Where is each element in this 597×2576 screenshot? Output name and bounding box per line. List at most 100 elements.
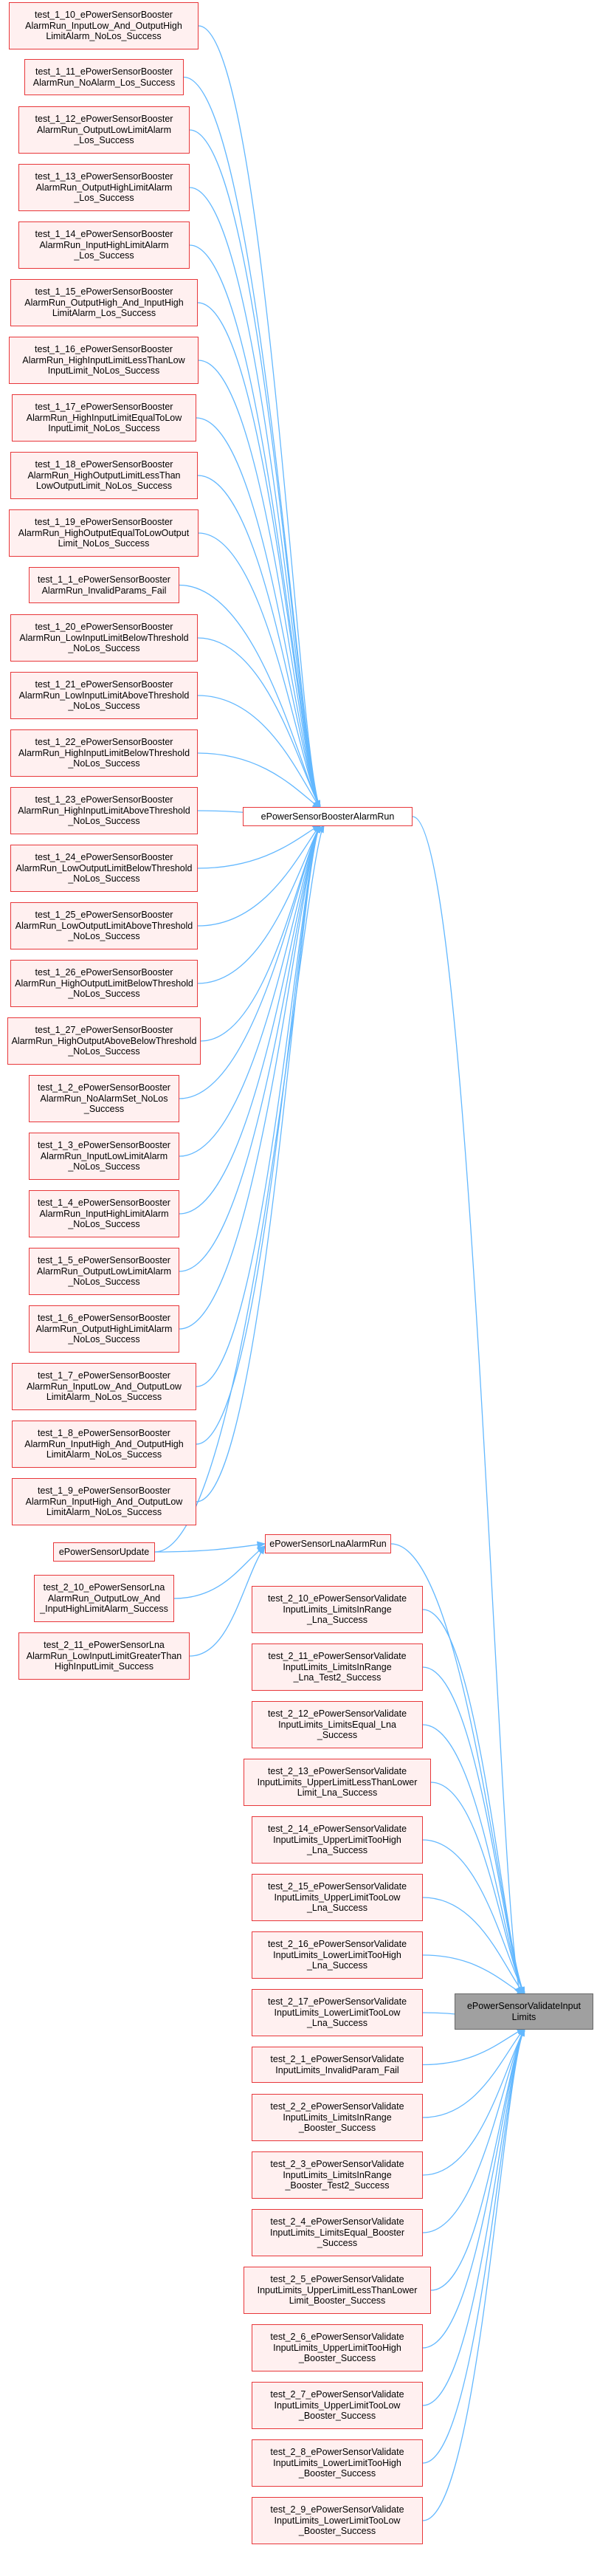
booster-test-node[interactable]: test_1_1_ePowerSensorBooster AlarmRun_In… <box>29 567 179 603</box>
booster-test-node[interactable]: test_1_8_ePowerSensorBooster AlarmRun_In… <box>12 1421 196 1468</box>
validate-input-limits-node-label: ePowerSensorValidateInput Limits <box>466 2001 582 2022</box>
booster-test-node[interactable]: test_1_13_ePowerSensorBooster AlarmRun_O… <box>18 164 190 211</box>
booster-test-node[interactable]: test_1_19_ePowerSensorBooster AlarmRun_H… <box>9 509 199 557</box>
validate-test-node[interactable]: test_2_5_ePowerSensorValidate InputLimit… <box>244 2267 431 2314</box>
edge-booster-23 <box>179 823 321 1330</box>
validate-test-node-label: test_2_1_ePowerSensorValidate InputLimit… <box>270 2054 404 2075</box>
booster-test-node-label: test_1_25_ePowerSensorBooster AlarmRun_L… <box>15 910 193 942</box>
booster-test-node-label: test_1_15_ePowerSensorBooster AlarmRun_O… <box>24 286 184 319</box>
validate-test-node[interactable]: test_2_16_ePowerSensorValidate InputLimi… <box>252 1931 423 1979</box>
edge-validate-6 <box>422 1954 526 1996</box>
validate-test-node-label: test_2_15_ePowerSensorValidate InputLimi… <box>267 1881 407 1914</box>
booster-test-node-label: test_1_4_ePowerSensorBooster AlarmRun_In… <box>38 1198 170 1230</box>
lna-test-node-label: test_2_10_ePowerSensorLna AlarmRun_Outpu… <box>40 1582 168 1615</box>
booster-test-node-label: test_1_13_ePowerSensorBooster AlarmRun_O… <box>35 171 173 204</box>
booster-test-node-label: test_1_17_ePowerSensorBooster AlarmRun_H… <box>26 402 182 434</box>
booster-test-node[interactable]: test_1_4_ePowerSensorBooster AlarmRun_In… <box>29 1190 179 1237</box>
booster-test-node[interactable]: test_1_16_ePowerSensorBooster AlarmRun_H… <box>9 337 199 384</box>
booster-test-node[interactable]: test_1_22_ePowerSensorBooster AlarmRun_H… <box>10 729 198 777</box>
lna-test-node[interactable]: test_2_10_ePowerSensorLna AlarmRun_Outpu… <box>34 1575 174 1622</box>
booster-test-node-label: test_1_18_ePowerSensorBooster AlarmRun_H… <box>27 459 181 492</box>
validate-test-node[interactable]: test_2_13_ePowerSensorValidate InputLimi… <box>244 1759 431 1806</box>
booster-test-node-label: test_1_5_ePowerSensorBooster AlarmRun_Ou… <box>36 1255 171 1288</box>
booster-test-node[interactable]: test_1_2_ePowerSensorBooster AlarmRun_No… <box>29 1075 179 1122</box>
validate-test-node[interactable]: test_2_8_ePowerSensorValidate InputLimit… <box>252 2439 423 2487</box>
validate-test-node-label: test_2_4_ePowerSensorValidate InputLimit… <box>269 2216 405 2249</box>
booster-test-node[interactable]: test_1_24_ePowerSensorBooster AlarmRun_L… <box>10 845 198 892</box>
booster-test-node-label: test_1_11_ePowerSensorBooster AlarmRun_N… <box>32 66 176 88</box>
booster-test-node-label: test_1_14_ePowerSensorBooster AlarmRun_I… <box>35 229 173 261</box>
edge-booster-8 <box>197 475 321 810</box>
validate-test-node-label: test_2_14_ePowerSensorValidate InputLimi… <box>267 1824 407 1856</box>
lna-alarm-run-node[interactable]: ePowerSensorLnaAlarmRun <box>265 1534 391 1553</box>
booster-test-node[interactable]: test_1_27_ePowerSensorBooster AlarmRun_H… <box>7 1017 201 1065</box>
booster-test-node[interactable]: test_1_10_ePowerSensorBooster AlarmRun_I… <box>9 2 199 49</box>
booster-test-node-label: test_1_16_ePowerSensorBooster AlarmRun_H… <box>22 344 185 377</box>
booster-test-node-label: test_1_10_ePowerSensorBooster AlarmRun_I… <box>25 10 182 42</box>
booster-test-node[interactable]: test_1_14_ePowerSensorBooster AlarmRun_I… <box>18 221 190 269</box>
edge-update-lna <box>154 1541 266 1553</box>
booster-test-node[interactable]: test_1_11_ePowerSensorBooster AlarmRun_N… <box>24 59 184 95</box>
booster-test-node-label: test_1_27_ePowerSensorBooster AlarmRun_H… <box>11 1025 197 1057</box>
booster-test-node-label: test_1_9_ePowerSensorBooster AlarmRun_In… <box>25 1486 183 1518</box>
booster-alarm-run-node[interactable]: ePowerSensorBoosterAlarmRun <box>243 807 413 826</box>
validate-test-node-label: test_2_7_ePowerSensorValidate InputLimit… <box>270 2389 404 2422</box>
update-node-label: ePowerSensorUpdate <box>58 1546 150 1557</box>
validate-test-node-label: test_2_2_ePowerSensorValidate InputLimit… <box>270 2101 404 2134</box>
lna-test-node[interactable]: test_2_11_ePowerSensorLna AlarmRun_LowIn… <box>18 1632 190 1680</box>
validate-test-node-label: test_2_16_ePowerSensorValidate InputLimi… <box>267 1939 407 1971</box>
booster-test-node[interactable]: test_1_12_ePowerSensorBooster AlarmRun_O… <box>18 106 190 154</box>
validate-test-node[interactable]: test_2_11_ePowerSensorValidate InputLimi… <box>252 1644 423 1691</box>
validate-test-node-label: test_2_13_ePowerSensorValidate InputLimi… <box>257 1766 418 1799</box>
booster-test-node-label: test_1_24_ePowerSensorBooster AlarmRun_L… <box>15 852 193 885</box>
update-node[interactable]: ePowerSensorUpdate <box>53 1542 155 1562</box>
validate-test-node[interactable]: test_2_12_ePowerSensorValidate InputLimi… <box>252 1701 423 1748</box>
booster-test-node[interactable]: test_1_3_ePowerSensorBooster AlarmRun_In… <box>29 1133 179 1180</box>
validate-test-node-label: test_2_12_ePowerSensorValidate InputLimi… <box>267 1708 407 1741</box>
validate-test-node[interactable]: test_2_17_ePowerSensorValidate InputLimi… <box>252 1989 423 2036</box>
validate-test-node[interactable]: test_2_6_ePowerSensorValidate InputLimit… <box>252 2324 423 2371</box>
edge-lna-1 <box>189 1545 266 1657</box>
booster-test-node[interactable]: test_1_9_ePowerSensorBooster AlarmRun_In… <box>12 1478 196 1525</box>
validate-test-node[interactable]: test_2_2_ePowerSensorValidate InputLimit… <box>252 2094 423 2141</box>
booster-test-node[interactable]: test_1_21_ePowerSensorBooster AlarmRun_L… <box>10 672 198 719</box>
validate-test-node[interactable]: test_2_9_ePowerSensorValidate InputLimit… <box>252 2497 423 2544</box>
booster-test-node-label: test_1_21_ePowerSensorBooster AlarmRun_L… <box>18 679 190 712</box>
validate-input-limits-node[interactable]: ePowerSensorValidateInput Limits <box>455 1993 593 2030</box>
edge-validate-5 <box>422 1897 525 1996</box>
booster-test-node[interactable]: test_1_7_ePowerSensorBooster AlarmRun_In… <box>12 1363 196 1410</box>
lna-test-node-label: test_2_11_ePowerSensorLna AlarmRun_LowIn… <box>26 1640 182 1672</box>
validate-test-node-label: test_2_5_ePowerSensorValidate InputLimit… <box>257 2274 418 2307</box>
booster-test-node[interactable]: test_1_20_ePowerSensorBooster AlarmRun_L… <box>10 614 198 662</box>
edge-booster-20 <box>179 823 321 1157</box>
booster-test-node-label: test_1_8_ePowerSensorBooster AlarmRun_In… <box>24 1428 184 1460</box>
booster-test-node[interactable]: test_1_17_ePowerSensorBooster AlarmRun_H… <box>12 394 196 442</box>
validate-test-node-label: test_2_3_ePowerSensorValidate InputLimit… <box>270 2159 404 2191</box>
booster-test-node[interactable]: test_1_25_ePowerSensorBooster AlarmRun_L… <box>10 902 198 949</box>
validate-test-node[interactable]: test_2_3_ePowerSensorValidate InputLimit… <box>252 2151 423 2199</box>
booster-test-node-label: test_1_20_ePowerSensorBooster AlarmRun_L… <box>19 622 189 654</box>
validate-test-node[interactable]: test_2_15_ePowerSensorValidate InputLimi… <box>252 1874 423 1921</box>
validate-test-node[interactable]: test_2_10_ePowerSensorValidate InputLimi… <box>252 1586 423 1633</box>
booster-alarm-run-node-label: ePowerSensorBoosterAlarmRun <box>260 811 395 822</box>
booster-test-node-label: test_1_26_ePowerSensorBooster AlarmRun_H… <box>15 967 193 1000</box>
validate-test-node-label: test_2_17_ePowerSensorValidate InputLimi… <box>267 1996 407 2029</box>
booster-test-node[interactable]: test_1_15_ePowerSensorBooster AlarmRun_O… <box>10 279 198 326</box>
booster-test-node[interactable]: test_1_6_ePowerSensorBooster AlarmRun_Ou… <box>29 1305 179 1353</box>
booster-test-node[interactable]: test_1_5_ePowerSensorBooster AlarmRun_Ou… <box>29 1248 179 1295</box>
validate-test-node[interactable]: test_2_1_ePowerSensorValidate InputLimit… <box>252 2047 423 2083</box>
booster-test-node[interactable]: test_1_23_ePowerSensorBooster AlarmRun_H… <box>10 787 198 834</box>
booster-test-node-label: test_1_19_ePowerSensorBooster AlarmRun_H… <box>18 517 190 549</box>
booster-test-node-label: test_1_7_ePowerSensorBooster AlarmRun_In… <box>27 1370 182 1403</box>
validate-test-node[interactable]: test_2_14_ePowerSensorValidate InputLimi… <box>252 1816 423 1864</box>
edge-validate-11 <box>422 2027 525 2233</box>
validate-test-node[interactable]: test_2_4_ePowerSensorValidate InputLimit… <box>252 2209 423 2256</box>
booster-test-node[interactable]: test_1_26_ePowerSensorBooster AlarmRun_H… <box>10 960 198 1007</box>
booster-test-node-label: test_1_2_ePowerSensorBooster AlarmRun_No… <box>38 1082 170 1115</box>
edge-validate-3 <box>430 1782 525 1996</box>
booster-test-node-label: test_1_12_ePowerSensorBooster AlarmRun_O… <box>35 114 173 146</box>
validate-test-node[interactable]: test_2_7_ePowerSensorValidate InputLimit… <box>252 2382 423 2429</box>
booster-test-node[interactable]: test_1_18_ePowerSensorBooster AlarmRun_H… <box>10 452 198 499</box>
validate-test-node-label: test_2_9_ePowerSensorValidate InputLimit… <box>270 2504 404 2537</box>
